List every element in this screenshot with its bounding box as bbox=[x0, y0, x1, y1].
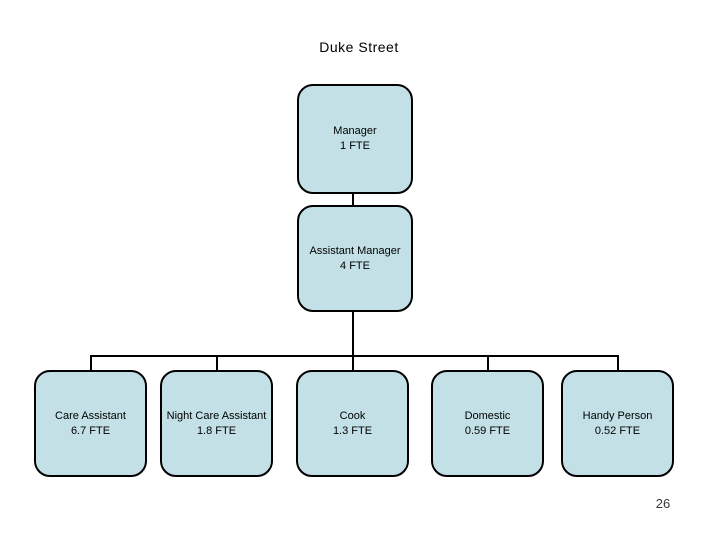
org-node-fte: 6.7 FTE bbox=[70, 424, 111, 437]
org-node-fte: 1.8 FTE bbox=[196, 424, 237, 437]
org-node-title: Night Care Assistant bbox=[166, 409, 267, 422]
org-node-title: Domestic bbox=[464, 409, 511, 422]
connector-drop-care-assistant bbox=[90, 355, 92, 372]
slide-title: Duke Street bbox=[319, 39, 399, 55]
org-node-fte: 1.3 FTE bbox=[332, 424, 373, 437]
org-node-title: Assistant Manager bbox=[309, 244, 401, 257]
org-node-domestic: Domestic 0.59 FTE bbox=[431, 370, 544, 477]
connector-drop-domestic bbox=[487, 355, 489, 372]
org-node-fte: 0.59 FTE bbox=[464, 424, 511, 437]
org-node-fte: 4 FTE bbox=[340, 259, 370, 272]
org-node-title: Cook bbox=[339, 409, 366, 422]
connector-drop-handy-person bbox=[617, 355, 619, 372]
org-node-cook: Cook 1.3 FTE bbox=[296, 370, 409, 477]
org-node-title: Handy Person bbox=[582, 409, 653, 422]
org-node-title: Manager bbox=[333, 125, 377, 138]
connector-trunk-horizontal bbox=[90, 355, 619, 357]
org-node-title: Care Assistant bbox=[55, 409, 126, 422]
org-node-care-assistant: Care Assistant 6.7 FTE bbox=[34, 370, 147, 477]
connector-drop-cook bbox=[352, 355, 354, 372]
connector-drop-night-care-assistant bbox=[216, 355, 218, 372]
connector-assistant-to-trunk bbox=[352, 308, 354, 357]
slide-page-number: 26 bbox=[655, 496, 671, 511]
org-node-fte: 0.52 FTE bbox=[594, 424, 641, 437]
org-node-handy-person: Handy Person 0.52 FTE bbox=[561, 370, 674, 477]
org-node-manager: Manager 1 FTE bbox=[297, 84, 413, 194]
connector-manager-to-assistant bbox=[352, 186, 354, 210]
org-node-night-care-assistant: Night Care Assistant 1.8 FTE bbox=[160, 370, 273, 477]
org-node-fte: 1 FTE bbox=[340, 140, 370, 152]
org-node-assistant-manager: Assistant Manager 4 FTE bbox=[297, 205, 413, 312]
